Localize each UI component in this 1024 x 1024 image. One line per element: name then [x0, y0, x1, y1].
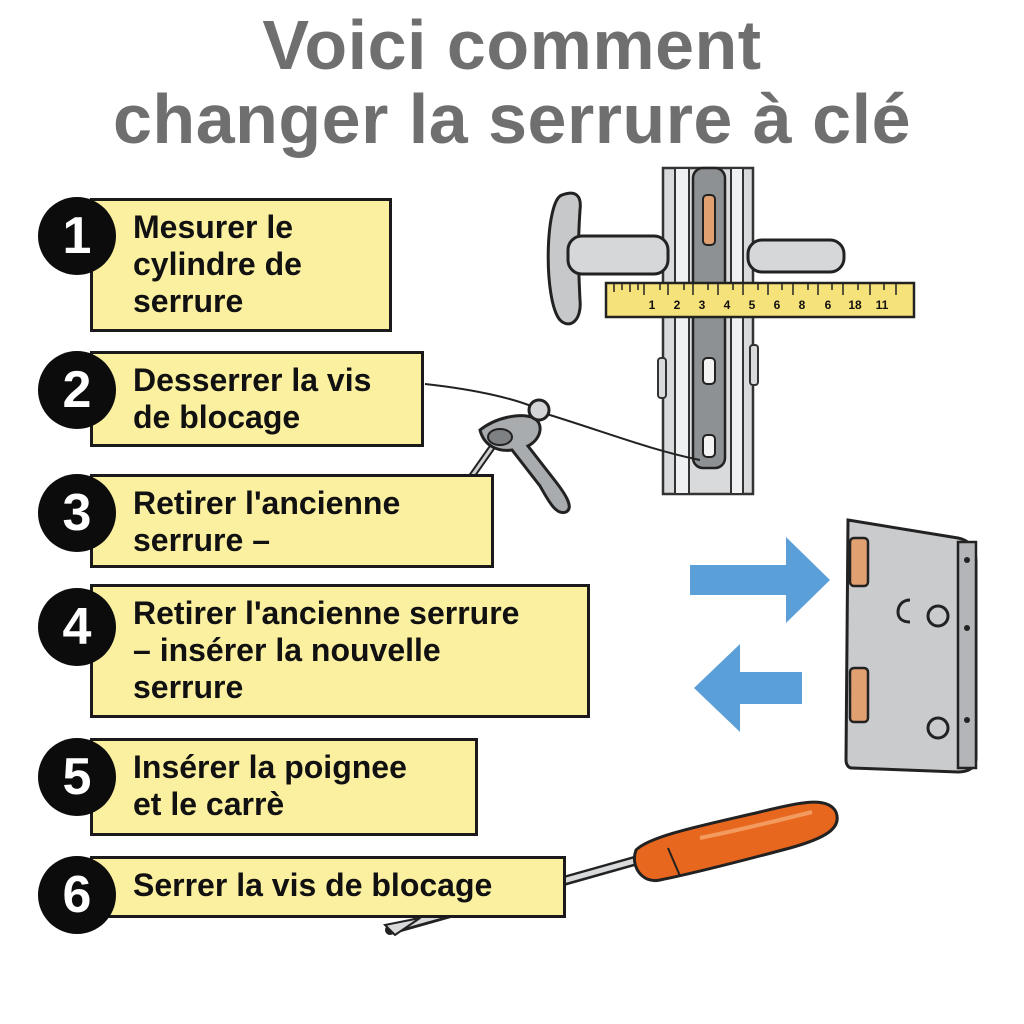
step-2-text: Desserrer la vis de blocage — [90, 351, 424, 447]
step-5-number: 5 — [38, 738, 116, 816]
door-handle-icon — [546, 191, 846, 326]
title-line-2: changer la serrure à clé — [113, 80, 911, 158]
ruler-tick-8: 6 — [825, 298, 832, 312]
ruler-tick-10: 11 — [876, 298, 889, 312]
ruler-tick-2: 2 — [674, 298, 681, 312]
step-4-number: 4 — [38, 588, 116, 666]
step-4-text: Retirer l'ancienne serrure – insérer la … — [90, 584, 590, 718]
step-5-text: Insérer la poignee et le carrè — [90, 738, 478, 836]
arrow-left-icon — [694, 644, 802, 732]
key-icon — [458, 398, 571, 515]
ruler-tick-3: 3 — [699, 298, 706, 312]
step-1-number: 1 — [38, 197, 116, 275]
step-3-number: 3 — [38, 474, 116, 552]
arrow-right-icon — [690, 537, 830, 623]
title-line-1: Voici comment — [262, 6, 762, 84]
ruler-icon: 1 2 3 4 5 6 8 6 18 11 11 — [604, 281, 916, 319]
step-6-number: 6 — [38, 856, 116, 934]
step-1-text: Mesurer le cylindre de serrure — [90, 198, 392, 332]
step-6-text: Serrer la vis de blocage — [90, 856, 566, 918]
page-title: Voici comment changer la serrure à clé — [0, 8, 1024, 156]
ruler-tick-5: 5 — [749, 298, 756, 312]
step-2-number: 2 — [38, 351, 116, 429]
step-3-text: Retirer l'ancienne serrure – — [90, 474, 494, 568]
ruler-tick-7: 8 — [799, 298, 806, 312]
door-frame-icon — [657, 166, 759, 496]
ruler-tick-1: 1 — [649, 298, 656, 312]
ruler-tick-6: 6 — [774, 298, 781, 312]
ruler-tick-9: 18 — [848, 298, 862, 312]
mortise-lock-icon — [844, 518, 978, 774]
ruler-tick-4: 4 — [724, 298, 731, 312]
